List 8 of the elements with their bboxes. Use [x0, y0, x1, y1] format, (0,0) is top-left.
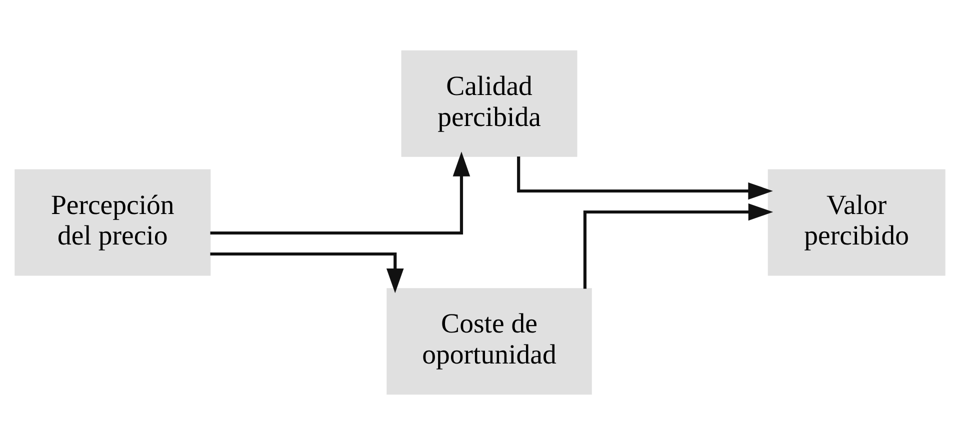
node-box: Coste de oportunidad: [386, 288, 592, 395]
arrow: [210, 152, 470, 235]
node-box: Percepción del precio: [14, 169, 211, 276]
arrow: [583, 203, 774, 289]
arrow: [517, 156, 773, 200]
node-box: Valor percibido: [768, 169, 946, 276]
node-box: Calidad percibida: [401, 50, 578, 157]
arrow: [210, 252, 404, 294]
